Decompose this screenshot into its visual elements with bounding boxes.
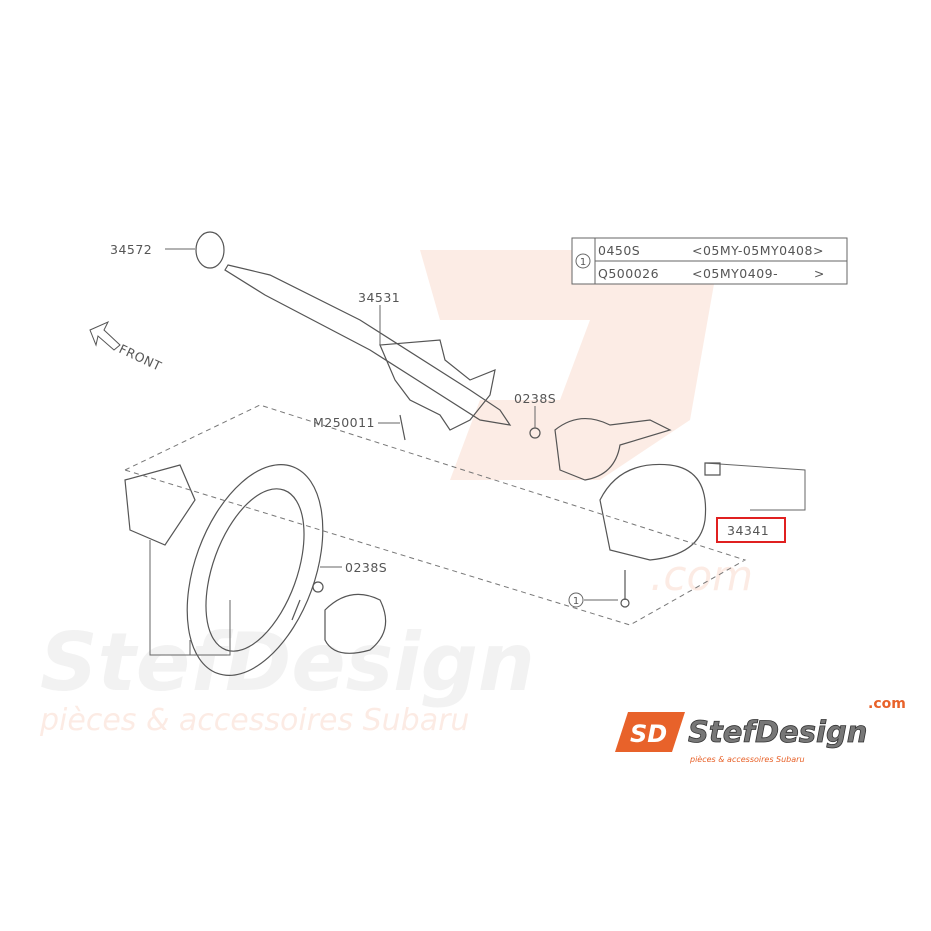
table-range-1: <05MY-05MY0408> — [692, 243, 824, 258]
svg-text:SD: SD — [630, 720, 667, 748]
ref-marker: 1 — [568, 592, 584, 608]
front-indicator: FRONT — [89, 320, 164, 374]
steering-wheel — [124, 464, 387, 676]
callout-34341: 34341 — [727, 523, 769, 538]
watermark-domain: .com — [650, 551, 753, 600]
logo-sd-badge — [615, 712, 685, 752]
watermark: StefDesign .com pièces & accessoires Sub… — [39, 250, 753, 738]
callout-0238s-top: 0238S — [514, 391, 556, 406]
table-marker: 1 — [580, 257, 586, 268]
front-arrow-icon — [89, 320, 121, 351]
reference-table: 1 0450S <05MY-05MY0408> Q500026 <05MY040… — [571, 237, 848, 285]
combination-switch — [554, 418, 707, 608]
callout-34341-highlight[interactable]: 34341 — [716, 517, 786, 543]
column-bushing — [195, 231, 225, 269]
callout-m250011: M250011 — [313, 415, 375, 430]
rear-cover — [124, 464, 196, 546]
front-label: FRONT — [117, 341, 164, 374]
table-part-1: 0450S — [598, 243, 640, 258]
svg-text:1: 1 — [573, 596, 579, 607]
callout-34572: 34572 — [110, 242, 152, 257]
logo-domain: .com — [868, 696, 906, 712]
stefdesign-logo: SD StefDesign .com pièces & accessoires … — [615, 696, 906, 764]
logo-brand: StefDesign — [688, 715, 867, 749]
watermark-tagline: pièces & accessoires Subaru — [39, 703, 469, 738]
callout-34531: 34531 — [358, 290, 400, 305]
airbag — [324, 593, 387, 654]
watermark-brand: StefDesign — [40, 616, 535, 709]
table-part-2: Q500026 — [598, 266, 659, 281]
assembly-outline — [123, 404, 747, 626]
callout-0238s-bottom: 0238S — [345, 560, 387, 575]
logo-tagline: pièces & accessoires Subaru — [689, 754, 805, 764]
column-cover — [599, 463, 707, 561]
table-range-2: <05MY0409- > — [692, 266, 825, 281]
